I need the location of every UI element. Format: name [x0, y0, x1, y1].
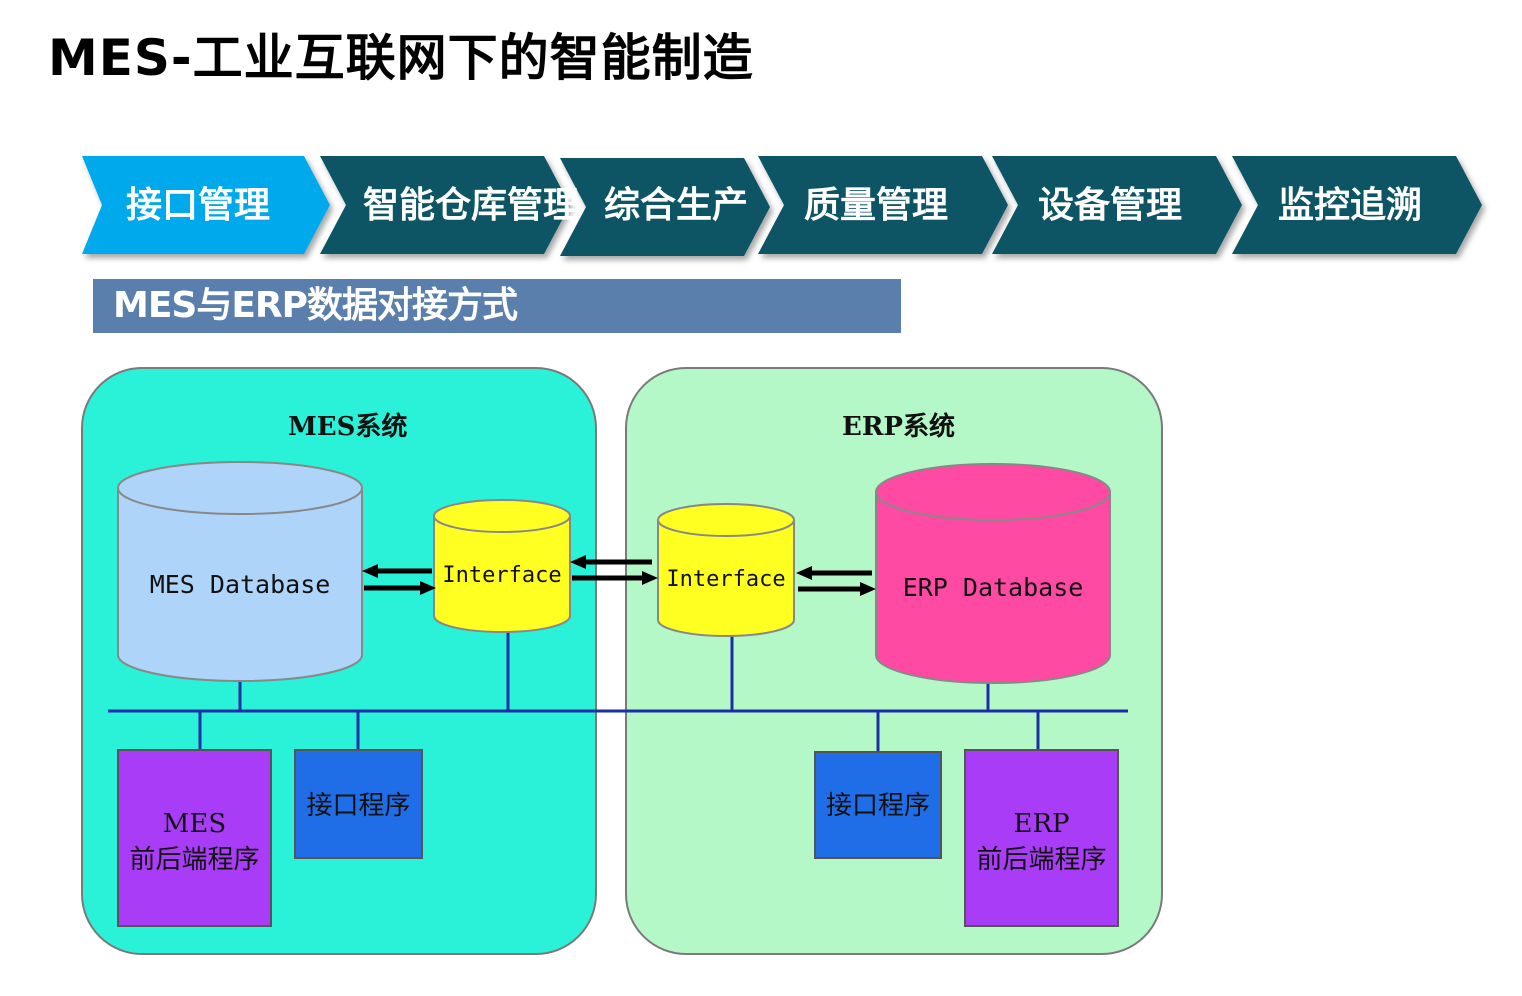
step-chevron-production[interactable] — [560, 158, 770, 256]
mes-frontend-program-label-1: MES — [162, 809, 227, 839]
erp-frontend-program-label-1: ERP — [1013, 809, 1070, 839]
erp-interface-cylinder — [657, 503, 795, 637]
step-label-production: 综合生产 — [604, 185, 749, 226]
erp-interface-program-box — [814, 751, 942, 859]
mes-interface-program-label: 接口程序 — [306, 791, 411, 821]
mes-interface-label: Interface — [442, 563, 562, 588]
step-label-smart-warehouse: 智能仓库管理 — [363, 185, 580, 226]
step-chevron-monitoring[interactable] — [1232, 156, 1482, 254]
step-label-monitoring: 监控追溯 — [1278, 185, 1423, 226]
section-header-bar: MES与ERP数据对接方式 — [93, 279, 901, 333]
step-chevron-smart-warehouse[interactable] — [320, 156, 570, 254]
mes-frontend-program-box — [117, 749, 272, 927]
erp-database-label: ERP Database — [902, 573, 1084, 602]
mes-database-label: MES Database — [149, 570, 331, 599]
step-label-interface-mgmt: 接口管理 — [126, 185, 271, 226]
step-chevron-interface-mgmt[interactable] — [82, 156, 330, 254]
section-title: MES与ERP数据对接方式 — [113, 285, 518, 326]
mes-system-title: MES系统 — [288, 412, 408, 442]
erp-database-cylinder — [875, 463, 1111, 684]
page-title: MES-工业互联网下的智能制造 — [48, 29, 754, 87]
mes-interface-cylinder — [433, 499, 571, 633]
step-chevron-equipment[interactable] — [992, 156, 1242, 254]
erp-system-title: ERP系统 — [842, 412, 955, 442]
step-label-equipment: 设备管理 — [1038, 185, 1183, 226]
mes-frontend-program-label-2: 前后端程序 — [129, 845, 260, 875]
erp-frontend-program-label-2: 前后端程序 — [976, 845, 1107, 875]
system-bus — [108, 632, 1128, 752]
erp-interface-label: Interface — [666, 567, 786, 592]
erp-frontend-program-box — [964, 749, 1119, 927]
mes-interface-program-box — [294, 749, 423, 859]
erp-interface-program-label: 接口程序 — [825, 791, 930, 821]
data-flow-arrows — [362, 555, 876, 596]
process-steps — [82, 156, 1482, 256]
mes-database-cylinder — [117, 461, 363, 682]
step-label-quality: 质量管理 — [804, 185, 949, 226]
step-chevron-quality[interactable] — [758, 156, 1008, 254]
